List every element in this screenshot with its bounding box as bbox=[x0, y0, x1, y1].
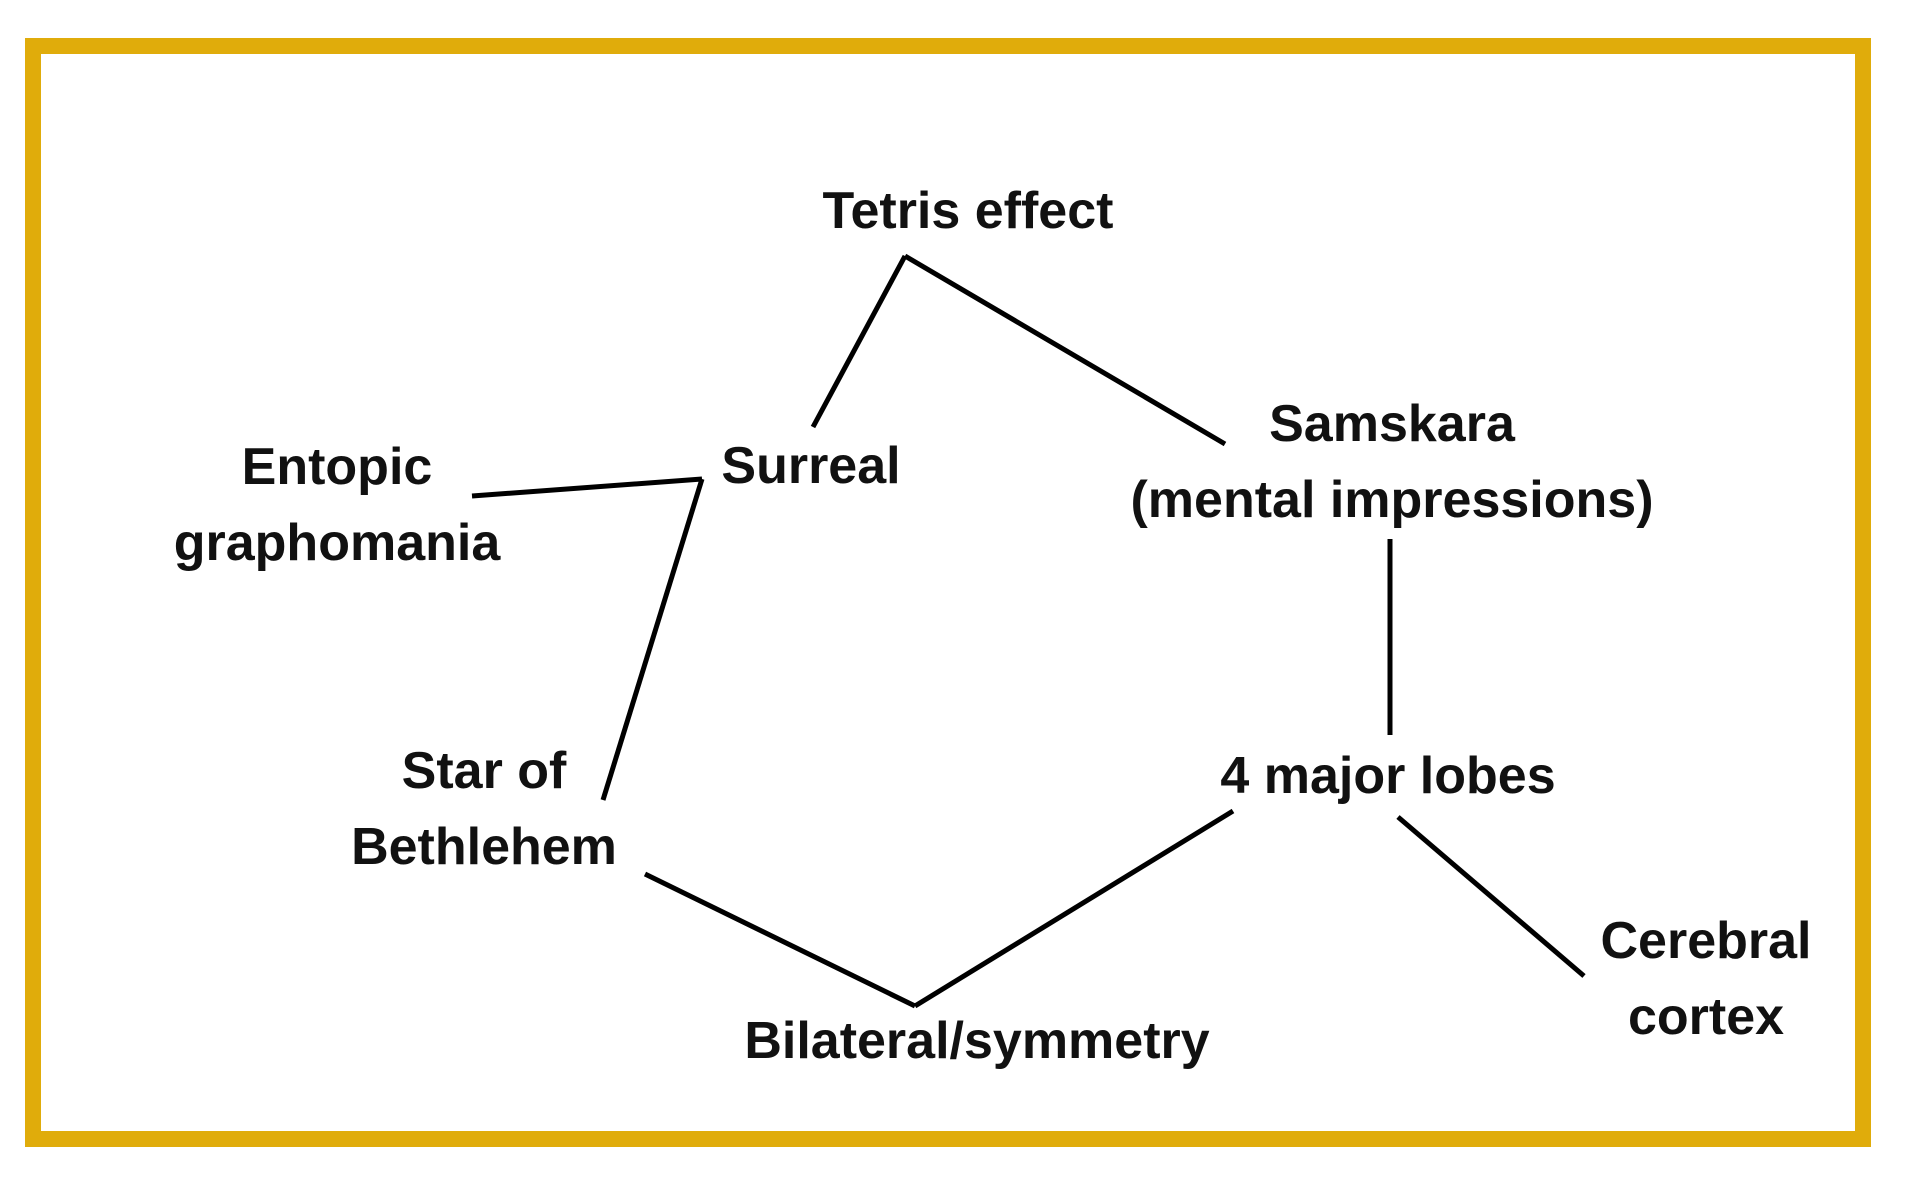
edge-surreal-entopic bbox=[471, 476, 703, 499]
node-cortex-line1: Cerebral bbox=[1600, 912, 1812, 970]
node-entopic-line1: Entopic bbox=[241, 438, 433, 496]
node-cerebral-cortex: Cerebral cortex bbox=[1601, 903, 1812, 1055]
edge-tetris-samskara bbox=[903, 253, 1227, 447]
node-samskara-line1: Samskara bbox=[1269, 395, 1515, 453]
node-samskara: Samskara (mental impressions) bbox=[1130, 386, 1653, 538]
node-entopic-line2: graphomania bbox=[173, 514, 501, 572]
edge-lobes-bilateral bbox=[913, 808, 1235, 1009]
node-entopic-graphomania: Entopic graphomania bbox=[174, 429, 501, 581]
node-bilateral-line1: Bilateral/symmetry bbox=[744, 1012, 1210, 1070]
edge-lobes-cortex bbox=[1396, 815, 1586, 978]
node-star-line1: Star of bbox=[401, 742, 567, 800]
node-tetris-effect: Tetris effect bbox=[823, 173, 1114, 249]
node-surreal: Surreal bbox=[721, 428, 900, 504]
diagram-frame bbox=[25, 38, 1871, 1147]
edge-star-bilateral bbox=[643, 871, 917, 1009]
node-4-major-lobes: 4 major lobes bbox=[1220, 738, 1555, 814]
node-samskara-line2: (mental impressions) bbox=[1130, 471, 1654, 529]
node-surreal-line1: Surreal bbox=[721, 437, 901, 495]
node-star-of-bethlehem: Star of Bethlehem bbox=[351, 733, 617, 885]
edge-tetris-surreal bbox=[810, 254, 908, 429]
node-tetris-effect-line1: Tetris effect bbox=[822, 182, 1114, 240]
node-star-line2: Bethlehem bbox=[351, 818, 617, 876]
edge-surreal-star bbox=[600, 478, 705, 801]
node-lobes-line1: 4 major lobes bbox=[1220, 747, 1556, 805]
node-bilateral-symmetry: Bilateral/symmetry bbox=[744, 1003, 1209, 1079]
node-cortex-line2: cortex bbox=[1627, 988, 1785, 1046]
